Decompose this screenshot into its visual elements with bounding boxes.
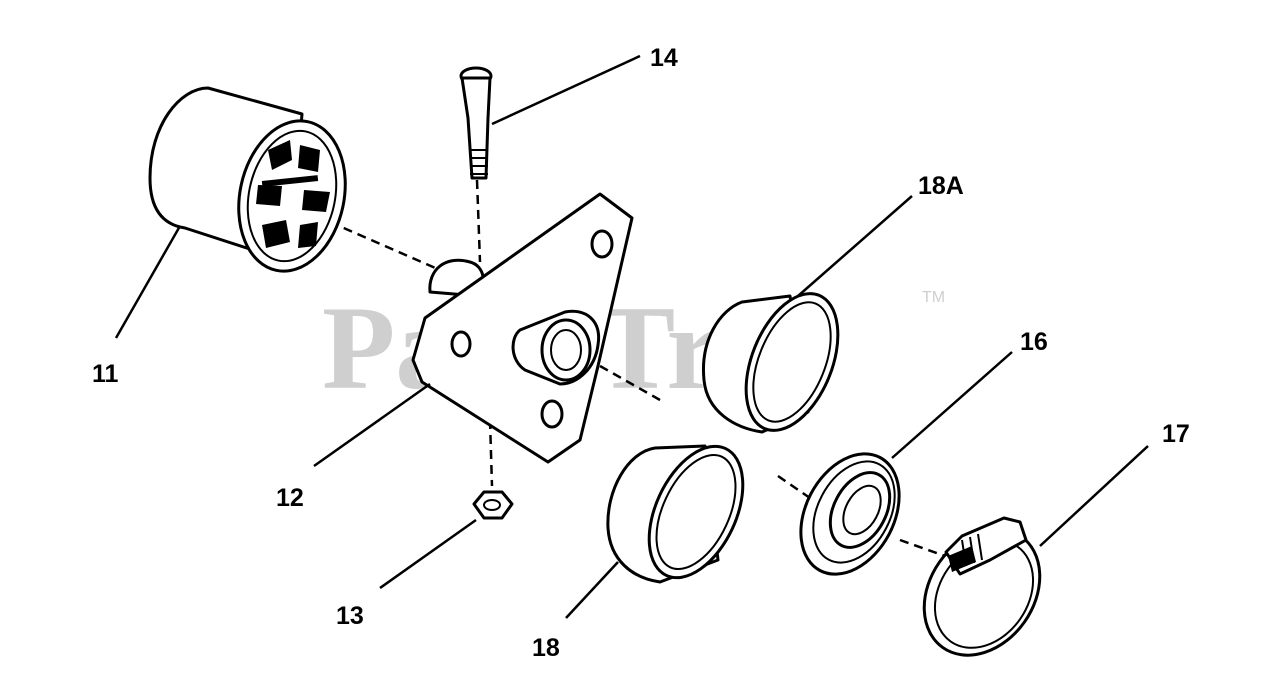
part-17-clamp: [922, 516, 1042, 657]
part-16-bearing: [799, 452, 901, 576]
leader-18a: [797, 195, 913, 297]
leader-18: [565, 561, 619, 619]
leader-14: [491, 54, 641, 126]
hidden-lines: [329, 179, 946, 558]
callout-13: 13: [336, 602, 364, 630]
callout-16: 16: [1020, 328, 1048, 356]
part-11-sleeve: [148, 86, 347, 273]
callout-labels: 11 12 13 14 16 17 18 18A: [92, 44, 1190, 662]
part-18a-bushing: [701, 292, 840, 434]
trademark-symbol: TM: [922, 289, 945, 306]
callout-12: 12: [276, 484, 304, 512]
callout-11: 11: [92, 360, 119, 388]
callout-17: 17: [1162, 420, 1190, 448]
callout-14: 14: [650, 44, 678, 72]
leader-11: [114, 225, 182, 339]
leader-13: [379, 518, 477, 590]
part-18-bushing: [606, 444, 745, 584]
leader-17: [1039, 445, 1149, 547]
part-13-nut: [472, 490, 514, 520]
leader-lines: [114, 54, 1149, 619]
part-12-bracket: [411, 192, 634, 464]
leader-16: [891, 351, 1013, 459]
callout-18: 18: [532, 634, 560, 662]
leader-12: [313, 382, 431, 468]
callout-18a: 18A: [918, 172, 964, 200]
part-14-bolt: [459, 66, 493, 180]
